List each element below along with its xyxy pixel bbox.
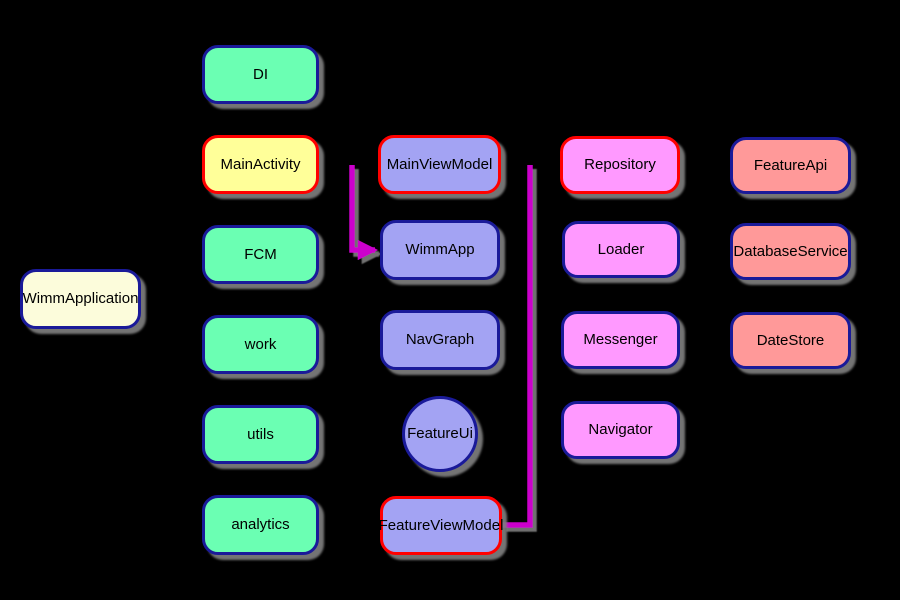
node-label-datestore: DateStore [756,331,825,349]
node-fcm: FCM [202,225,319,284]
node-navigator: Navigator [561,401,680,459]
node-analytics: analytics [202,495,319,555]
node-di: DI [202,45,319,104]
node-label-fcm: FCM [244,245,277,263]
node-navgraph: NavGraph [380,310,500,370]
node-mainactivity: MainActivity [202,135,319,194]
node-mainviewmodel: MainViewModel [378,135,501,194]
node-label-mainactivity: MainActivity [220,155,301,173]
node-label-analytics: analytics [231,516,290,534]
node-label-repository: Repository [584,156,656,174]
node-label-featureviewmodel: FeatureViewModel [378,516,504,534]
node-datestore: DateStore [730,312,851,369]
node-featureviewmodel: FeatureViewModel [378,496,504,555]
edges-group [141,64,729,536]
node-label-navgraph: NavGraph [405,331,475,349]
node-label-messenger: Messenger [583,331,658,349]
node-loader: Loader [562,221,680,278]
node-featureapi: FeatureApi [730,137,851,194]
node-repository: Repository [560,136,680,194]
node-label-featureui: FeatureUi [407,425,473,443]
node-label-work: work [244,335,277,353]
node-featureui: FeatureUi [402,396,478,472]
node-label-mainviewmodel: MainViewModel [386,155,493,173]
edge-featureviewmodel-bus [502,165,533,528]
edge-mainactivity-wimmapp [349,165,379,261]
node-label-di: DI [253,65,268,83]
node-label-loader: Loader [597,240,645,258]
node-wimmapp: WimmApp [380,220,500,280]
node-utils: utils [202,405,319,464]
node-label-wimmapp: WimmApp [405,241,475,259]
node-label-featureapi: FeatureApi [753,156,828,174]
node-wimmapplication: WimmApplication [20,269,141,329]
node-work: work [202,315,319,374]
node-label-navigator: Navigator [588,421,653,439]
node-messenger: Messenger [561,311,680,369]
node-label-databaseservice: DatabaseService [733,242,848,260]
node-label-wimmapplication: WimmApplication [22,290,139,308]
node-databaseservice: DatabaseService [730,223,851,280]
node-label-utils: utils [247,425,274,443]
